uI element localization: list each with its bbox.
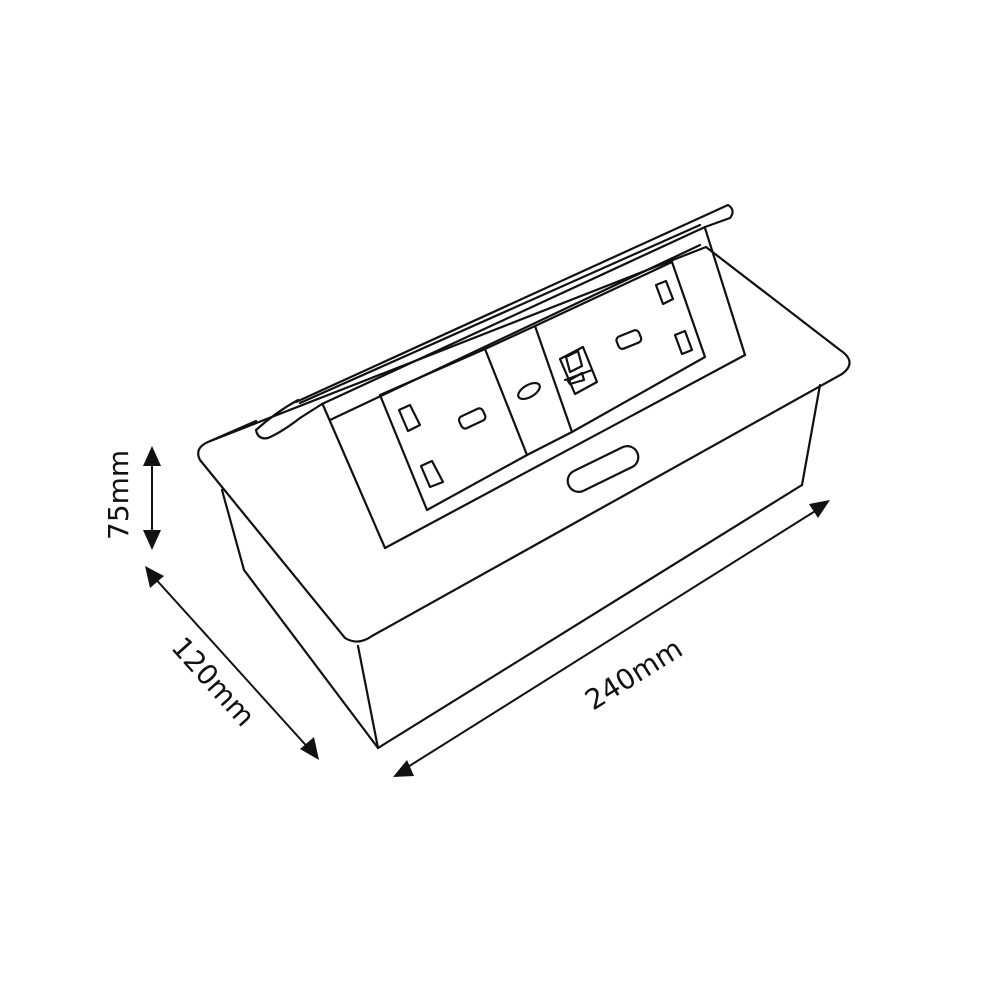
front-cable-slot — [566, 445, 640, 493]
faceplate-housing — [321, 226, 747, 550]
socket-left — [378, 347, 529, 512]
lid — [254, 203, 734, 440]
neutral-slot-icon — [457, 407, 487, 430]
depth-label: 120mm — [165, 631, 262, 733]
live-slot-icon — [673, 329, 694, 356]
earth-slot-icon — [654, 279, 675, 306]
height-label: 75mm — [102, 450, 135, 540]
dimension-length: 240mm — [393, 500, 830, 777]
dimension-depth: 120mm — [145, 566, 319, 760]
top-plate — [197, 223, 851, 643]
socket-right — [533, 260, 707, 434]
neutral-slot-icon — [615, 329, 643, 350]
earth-slot-icon — [397, 403, 422, 433]
usb-port-icon — [517, 381, 541, 401]
length-label: 240mm — [579, 632, 688, 717]
dimension-height: 75mm — [102, 446, 161, 550]
live-slot-icon — [419, 459, 445, 489]
middle-module — [483, 324, 574, 457]
box-body — [220, 383, 822, 750]
